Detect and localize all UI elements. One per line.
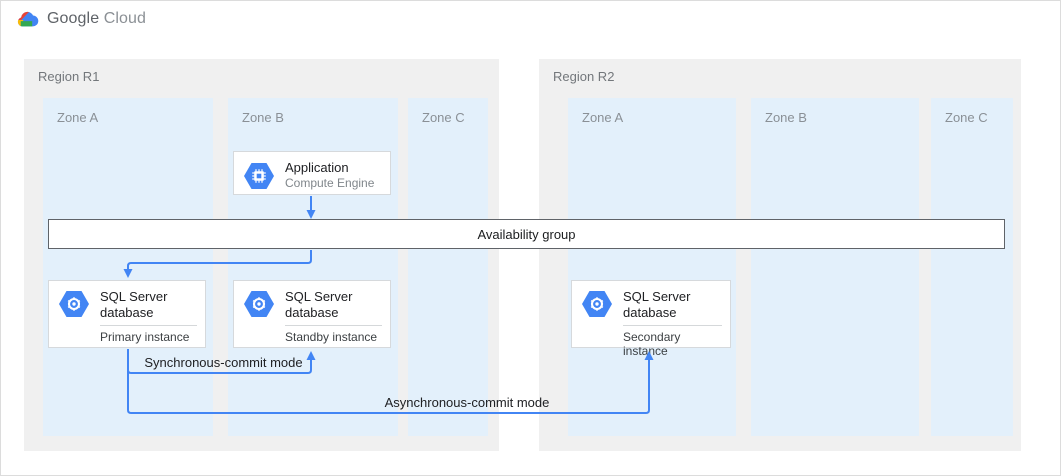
region-r1-zone-c: Zone C bbox=[408, 98, 488, 436]
region-r1-zone-b: Zone B bbox=[228, 98, 398, 436]
application-title: Application bbox=[285, 160, 349, 175]
async-commit-label: Asynchronous-commit mode bbox=[384, 395, 550, 410]
google-cloud-icon bbox=[17, 11, 39, 27]
application-subtitle: Compute Engine bbox=[285, 176, 375, 190]
sql-secondary-title: SQL Server database bbox=[623, 289, 691, 320]
sql-secondary-instance: Secondary instance bbox=[623, 330, 681, 358]
google-cloud-logo: Google Cloud bbox=[15, 10, 146, 28]
brand-cloud: Cloud bbox=[103, 10, 147, 27]
cloud-sql-icon bbox=[59, 291, 89, 317]
divider bbox=[285, 325, 382, 326]
region-r2-label: Region R2 bbox=[553, 69, 615, 84]
region-r2-zone-b: Zone B bbox=[751, 98, 919, 436]
zone-label: Zone A bbox=[582, 110, 624, 125]
sync-commit-label: Synchronous-commit mode bbox=[144, 355, 303, 370]
zone-label: Zone C bbox=[422, 110, 465, 125]
region-r2-zone-c: Zone C bbox=[931, 98, 1013, 436]
sql-standby-instance: Standby instance bbox=[285, 330, 378, 344]
zone-label: Zone A bbox=[57, 110, 99, 125]
cloud-sql-icon bbox=[582, 291, 612, 317]
brand-google: Google bbox=[47, 10, 100, 27]
zone-label: Zone C bbox=[945, 110, 988, 125]
region-r1-zone-a: Zone A bbox=[43, 98, 213, 436]
region-r2: Region R2 Zone A Zone B Zone C bbox=[539, 59, 1021, 451]
region-r1-label: Region R1 bbox=[38, 69, 100, 84]
sql-primary-title: SQL Server database bbox=[100, 289, 168, 320]
sql-primary-card: SQL Server database Primary instance bbox=[48, 280, 206, 348]
application-card: Application Compute Engine bbox=[233, 151, 391, 195]
google-cloud-wordmark: Google Cloud bbox=[47, 10, 146, 28]
sql-secondary-card: SQL Server database Secondary instance bbox=[571, 280, 731, 358]
divider bbox=[623, 325, 722, 326]
compute-engine-icon bbox=[244, 162, 274, 189]
cloud-sql-icon bbox=[244, 291, 274, 317]
region-r1: Region R1 Zone A Zone B Zone C bbox=[24, 59, 499, 451]
zone-label: Zone B bbox=[765, 110, 807, 125]
sql-standby-card: SQL Server database Standby instance bbox=[233, 280, 391, 348]
sql-primary-instance: Primary instance bbox=[100, 330, 190, 344]
divider bbox=[100, 325, 197, 326]
availability-group-label: Availability group bbox=[477, 226, 576, 242]
zone-label: Zone B bbox=[242, 110, 284, 125]
region-r2-zone-a: Zone A bbox=[568, 98, 736, 436]
sql-standby-title: SQL Server database bbox=[285, 289, 353, 320]
availability-group-bar: Availability group bbox=[48, 219, 1005, 249]
